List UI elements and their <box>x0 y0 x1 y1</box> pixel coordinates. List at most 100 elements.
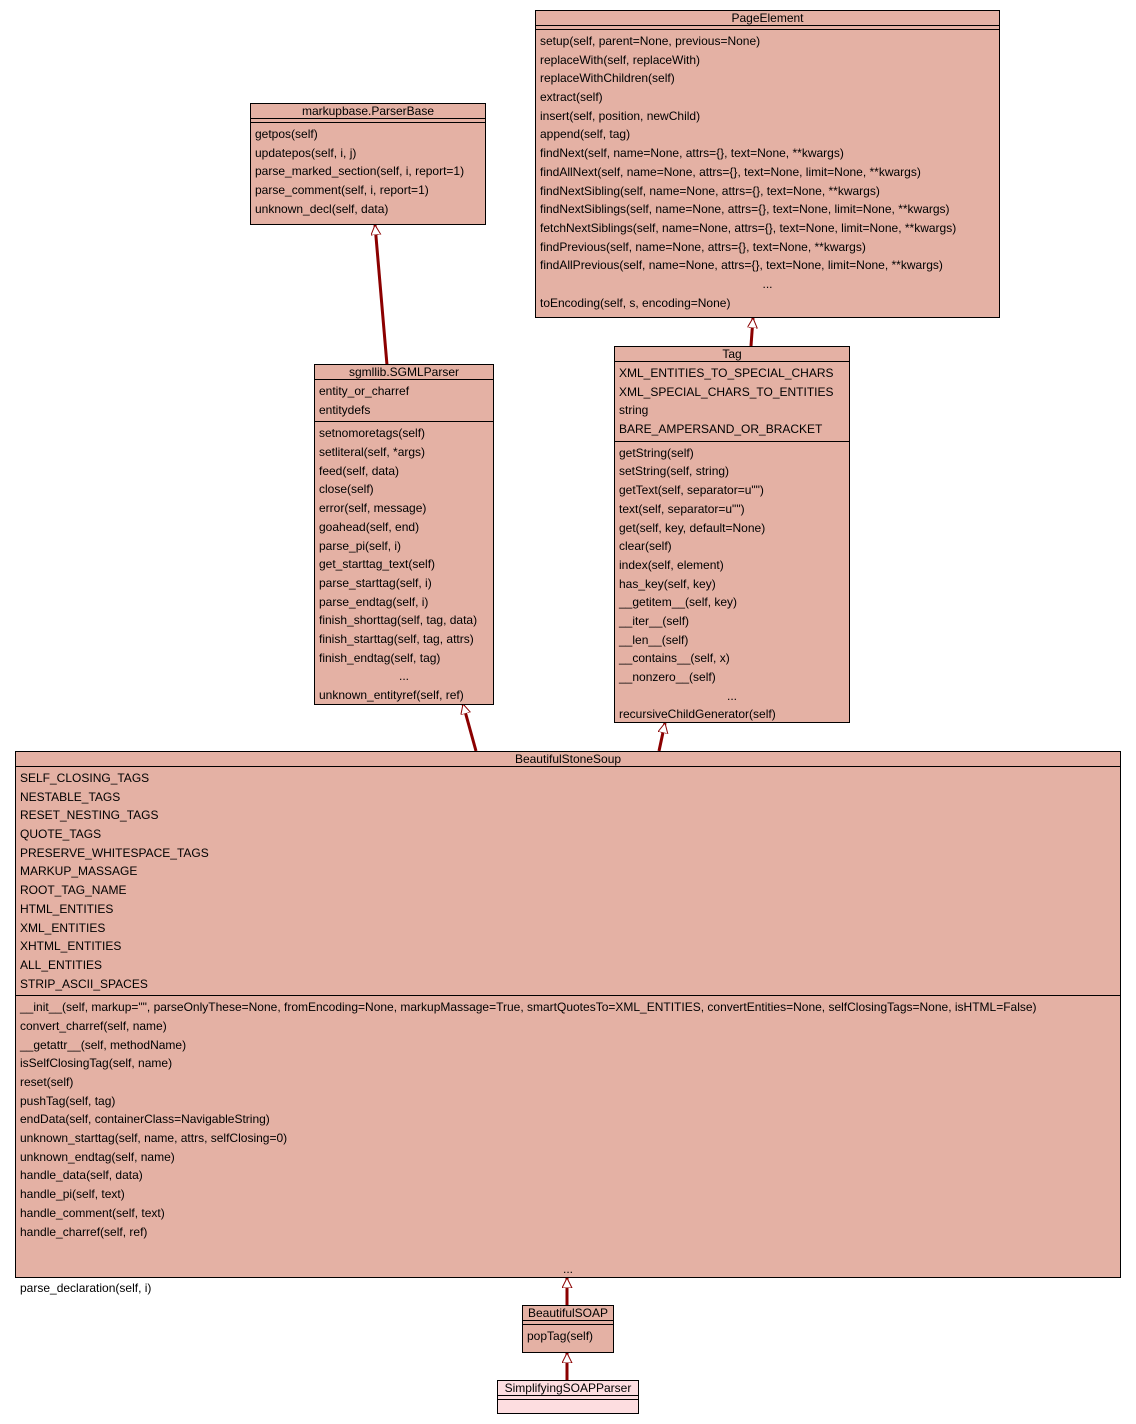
class-name: markupbase.ParserBase <box>251 104 485 119</box>
attribute-row: XHTML_ENTITIES <box>20 939 122 954</box>
class-name: sgmllib.SGMLParser <box>315 365 493 380</box>
attribute-row: MARKUP_MASSAGE <box>20 864 138 879</box>
operation-row: __contains__(self, x) <box>619 651 730 666</box>
operations-compartment <box>498 1400 638 1406</box>
operations-compartment: __init__(self, markup="", parseOnlyThese… <box>16 996 1120 1299</box>
edge-sgmlparser-to-parserbase <box>375 225 389 366</box>
operation-row: insert(self, position, newChild) <box>540 108 701 123</box>
operation-row: error(self, message) <box>319 501 427 516</box>
operation-row: __getitem__(self, key) <box>619 595 738 610</box>
attribute-row: XML_ENTITIES_TO_SPECIAL_CHARS <box>619 366 834 380</box>
operation-row: unknown_starttag(self, name, attrs, self… <box>20 1131 288 1146</box>
operation-row: get_starttag_text(self) <box>319 557 436 572</box>
class-tag[interactable]: Tag XML_ENTITIES_TO_SPECIAL_CHARS XML_SPE… <box>614 346 850 723</box>
attributes-compartment: entity_or_charref entitydefs <box>315 380 493 423</box>
operation-row: findAllNext(self, name=None, attrs={}, t… <box>540 164 921 179</box>
operation-row: findNext(self, name=None, attrs={}, text… <box>540 146 844 161</box>
attributes-compartment <box>523 1321 613 1325</box>
operations-compartment: getpos(self)updatepos(self, i, j)parse_m… <box>251 123 485 220</box>
operation-row: parse_pi(self, i) <box>319 538 402 553</box>
operation-row: recursiveChildGenerator(self) <box>619 707 776 722</box>
operation-row: getString(self) <box>619 445 694 460</box>
attributes-compartment <box>251 119 485 123</box>
edge-stonesoup-to-sgmlparser <box>463 704 478 752</box>
operation-row: close(self) <box>319 482 374 497</box>
operations-compartment: setnomoretags(self) setliteral(self, *arg… <box>315 422 493 706</box>
operation-row: unknown_entityref(self, ref) <box>319 688 464 702</box>
class-name: BeautifulStoneSoup <box>16 752 1120 767</box>
attribute-row: HTML_ENTITIES <box>20 901 114 916</box>
operation-row: goahead(self, end) <box>319 519 420 534</box>
attribute-row: STRIP_ASCII_SPACES <box>20 976 148 991</box>
operation-row: isSelfClosingTag(self, name) <box>20 1056 173 1071</box>
ellipsis-row: ... <box>762 276 773 291</box>
operation-row: __getattr__(self, methodName) <box>20 1037 187 1052</box>
operation-row: finish_shorttag(self, tag, data) <box>319 613 478 628</box>
class-beautiful-stone-soup[interactable]: BeautifulStoneSoup SELF_CLOSING_TAGS NEST… <box>15 751 1121 1295</box>
operation-row: has_key(self, key) <box>619 576 716 591</box>
operation-row: clear(self) <box>619 539 672 554</box>
attributes-compartment: XML_ENTITIES_TO_SPECIAL_CHARS XML_SPECIAL… <box>615 362 849 442</box>
class-name: Tag <box>615 347 849 362</box>
operation-row: endData(self, containerClass=NavigableSt… <box>20 1112 270 1127</box>
operation-row: findPrevious(self, name=None, attrs={}, … <box>540 239 866 254</box>
attribute-row: QUOTE_TAGS <box>20 827 102 842</box>
class-simplifying-soap-parser[interactable]: SimplifyingSOAPParser <box>497 1380 639 1414</box>
class-page-element[interactable]: PageElement setup(self, parent=None, pre… <box>535 10 1000 318</box>
operation-row: parse_comment(self, i, report=1) <box>255 183 429 198</box>
class-name: SimplifyingSOAPParser <box>498 1381 638 1396</box>
operation-row: getText(self, separator=u"") <box>619 483 764 498</box>
attribute-row: XML_ENTITIES <box>20 920 106 935</box>
operation-row: pushTag(self, tag) <box>20 1093 116 1108</box>
operation-row: updatepos(self, i, j) <box>255 145 357 160</box>
class-parser-base[interactable]: markupbase.ParserBase getpos(self) update… <box>250 103 486 225</box>
attribute-row: BARE_AMPERSAND_OR_BRACKET <box>619 422 823 437</box>
operation-row: text(self, separator=u"") <box>619 501 745 516</box>
attribute-row: entity_or_charref <box>319 384 410 398</box>
operation-row: handle_pi(self, text) <box>20 1187 125 1202</box>
ellipsis-row: ... <box>726 688 737 703</box>
operations-compartment: setup(self, parent=None, previous=None)r… <box>536 30 999 314</box>
class-beautiful-soap[interactable]: BeautifulSOAP popTag(self) <box>522 1305 614 1353</box>
attribute-row: ROOT_TAG_NAME <box>20 883 127 898</box>
operation-row: replaceWithChildren(self) <box>540 71 675 86</box>
operation-row: findAllPrevious(self, name=None, attrs={… <box>540 258 943 273</box>
operation-row: __iter__(self) <box>619 613 690 628</box>
operation-row: feed(self, data) <box>319 463 400 478</box>
operation-row: finish_endtag(self, tag) <box>319 650 441 665</box>
operation-row: __len__(self) <box>619 632 689 647</box>
attribute-row: entitydefs <box>319 402 371 417</box>
attribute-row: NESTABLE_TAGS <box>20 789 121 804</box>
attributes-compartment <box>498 1396 638 1400</box>
operation-row: handle_charref(self, ref) <box>20 1224 148 1239</box>
operation-row: get(self, key, default=None) <box>619 520 766 535</box>
operation-row: popTag(self) <box>527 1329 594 1343</box>
operation-row: getpos(self) <box>255 127 318 141</box>
operation-row: index(self, element) <box>619 557 724 572</box>
edge-stonesoup-to-tag <box>657 723 665 752</box>
attribute-row: SELF_CLOSING_TAGS <box>20 771 150 785</box>
attribute-row: XML_SPECIAL_CHARS_TO_ENTITIES <box>619 384 834 399</box>
class-name: BeautifulSOAP <box>523 1306 613 1321</box>
operation-row: setliteral(self, *args) <box>319 445 426 460</box>
ellipsis-row: ... <box>562 1261 573 1276</box>
operation-row: append(self, tag) <box>540 127 631 142</box>
operation-row: extract(self) <box>540 90 603 105</box>
operation-row: parse_starttag(self, i) <box>319 575 432 590</box>
operation-row: toEncoding(self, s, encoding=None) <box>540 295 731 310</box>
operations-compartment: getString(self)setString(self, string)ge… <box>615 442 849 726</box>
operation-row: findNextSibling(self, name=None, attrs={… <box>540 183 880 198</box>
operation-row: parse_endtag(self, i) <box>319 594 429 609</box>
attribute-row: ALL_ENTITIES <box>20 957 103 972</box>
operation-row <box>20 1241 1116 1260</box>
operation-row: handle_comment(self, text) <box>20 1205 165 1220</box>
operation-row: setnomoretags(self) <box>319 426 426 441</box>
attribute-row: PRESERVE_WHITESPACE_TAGS <box>20 845 209 860</box>
operations-compartment: popTag(self) <box>523 1325 613 1348</box>
attribute-row: string <box>619 403 649 418</box>
operation-row: unknown_endtag(self, name) <box>20 1149 175 1164</box>
edge-tag-to-pageelement <box>751 318 753 347</box>
class-name: PageElement <box>536 11 999 26</box>
